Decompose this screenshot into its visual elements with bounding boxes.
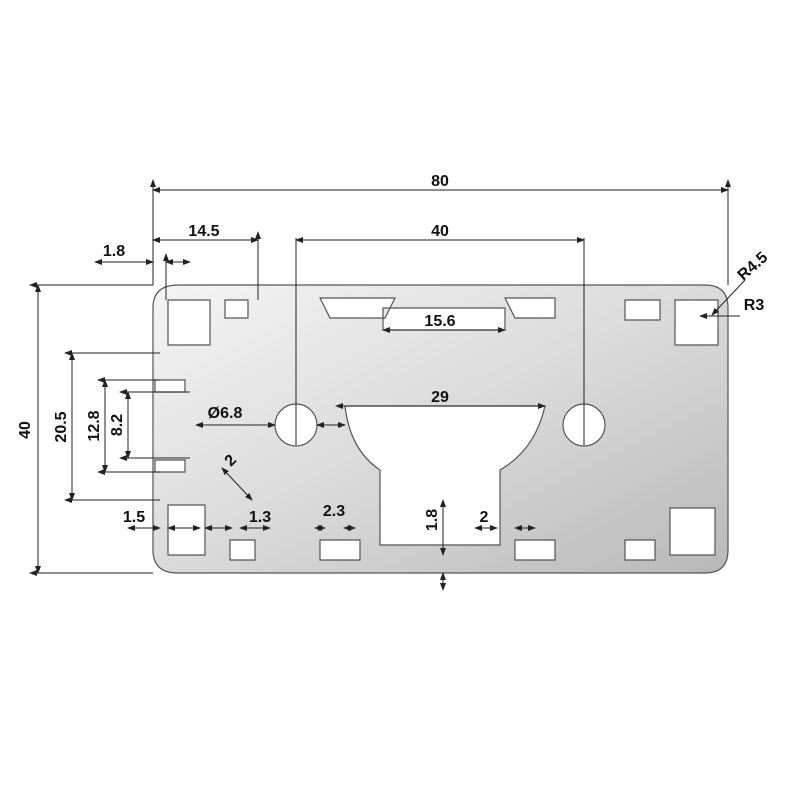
label-40-height: 40 (17, 421, 34, 439)
label-2: 2 (480, 509, 489, 526)
label-8-2: 8.2 (109, 414, 126, 436)
label-r3: R3 (744, 297, 765, 314)
label-20-5: 20.5 (53, 411, 70, 442)
label-15-6: 15.6 (424, 313, 455, 330)
label-80: 80 (431, 173, 449, 190)
label-14-5: 14.5 (188, 223, 219, 240)
leader-r4-5 (711, 279, 746, 316)
profile-cross-section (152, 238, 729, 574)
label-hole-diameter: Ø6.8 (208, 405, 243, 422)
label-1-5: 1.5 (123, 509, 145, 526)
label-40-pitch: 40 (431, 223, 449, 240)
label-r4-5: R4.5 (735, 249, 772, 284)
label-1-3: 1.3 (249, 509, 271, 526)
label-1-8-bottom: 1.8 (424, 509, 441, 531)
label-29: 29 (431, 389, 449, 406)
label-2-3: 2.3 (323, 503, 345, 520)
dimension-lines (29, 179, 746, 591)
label-12-8: 12.8 (86, 410, 103, 441)
label-1-8-top: 1.8 (103, 243, 125, 260)
dim-line-2-diag (221, 467, 253, 501)
